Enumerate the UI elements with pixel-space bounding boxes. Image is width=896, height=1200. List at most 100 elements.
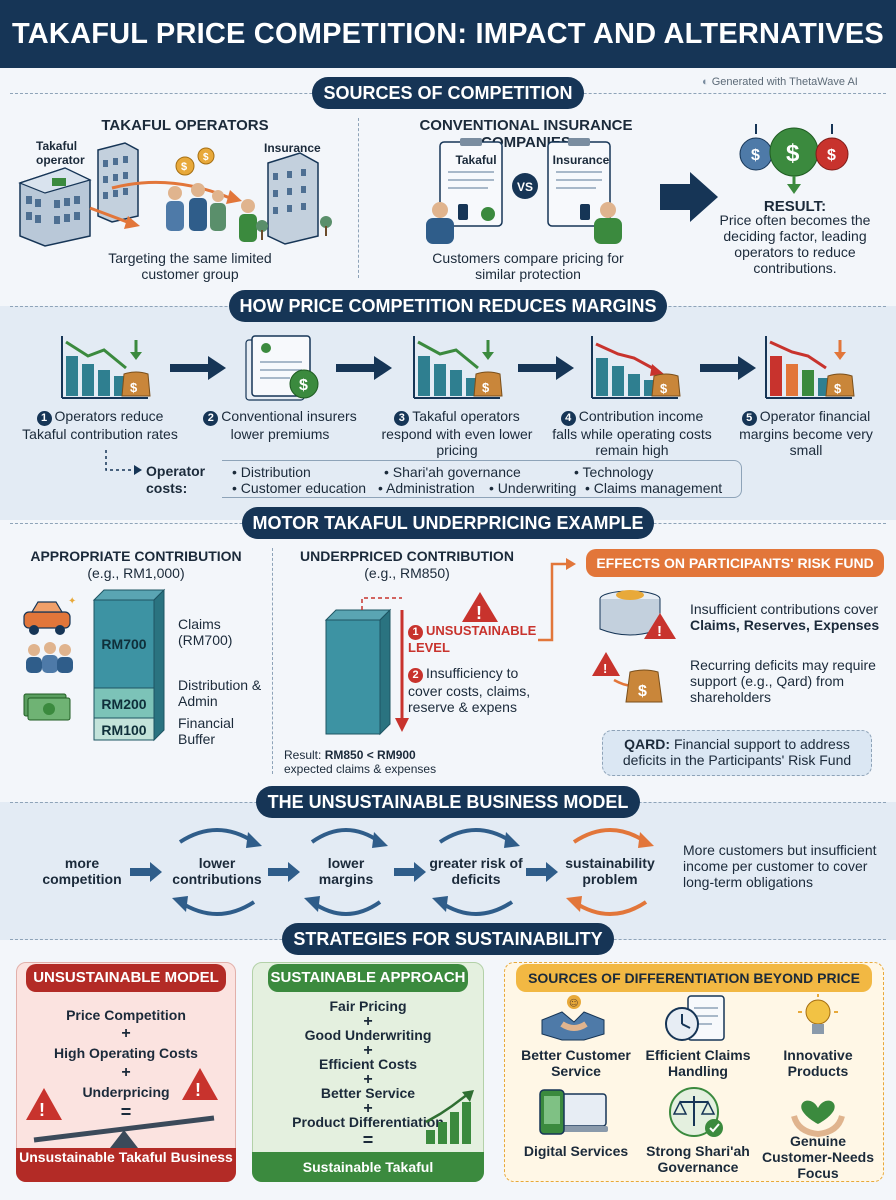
svg-text:!: ! — [39, 1100, 45, 1120]
declining-chart-icon: $ — [61, 336, 151, 399]
segment-distribution: RM200 — [101, 696, 147, 712]
svg-text:!: ! — [657, 623, 662, 640]
takaful-document-icon — [439, 138, 503, 227]
appropriate-sub: (e.g., RM1,000) — [87, 565, 185, 581]
customer-icon — [426, 202, 468, 244]
section-title-sources: SOURCES OF COMPETITION — [312, 77, 584, 109]
scales-icon — [669, 1087, 723, 1137]
appropriate-heading: APPROPRIATE CONTRIBUTION — [30, 548, 242, 564]
qard-text: QARD: Financial support to address defic… — [622, 736, 852, 768]
office-building-icon — [97, 142, 139, 223]
operators-illustration: $ $ — [18, 142, 332, 247]
sustainable-item: Product Differentiation — [292, 1114, 444, 1130]
customer-icon — [580, 202, 622, 244]
unsustainable-result: Unsustainable Takaful Business — [19, 1149, 233, 1165]
label-buffer: Financial Buffer — [178, 715, 235, 747]
underpriced-sub: (e.g., RM850) — [364, 565, 450, 581]
equals-sign: = — [362, 1130, 374, 1150]
cycle-item-1: more competition — [42, 855, 122, 887]
devices-icon — [539, 1089, 608, 1135]
insurance-label: Insurance — [264, 141, 321, 155]
diff-item-shariah-governance: Strong Shari'ah Governance — [646, 1143, 750, 1175]
takaful-operator-label: Takaful operator — [36, 139, 85, 167]
svg-text:!: ! — [195, 1080, 201, 1100]
result-text: Price often becomes the deciding factor,… — [719, 212, 871, 276]
diff-item-customer-needs: Genuine Customer-Needs Focus — [761, 1133, 875, 1181]
unsustainable-result-bar — [16, 1148, 236, 1182]
cost-item: • Underwriting — [489, 480, 577, 496]
plus-sign: + — [121, 1025, 131, 1042]
cost-item: • Claims management — [585, 480, 723, 496]
svg-text:$: $ — [181, 161, 187, 173]
arrow-icon — [336, 356, 392, 380]
divider — [272, 548, 273, 774]
small-margin-chart-icon: $ — [765, 336, 855, 399]
takaful-operators-heading: TAKAFUL OPERATORS — [101, 117, 269, 134]
sustainable-item: Efficient Costs — [318, 1056, 417, 1072]
effects-title: EFFECTS ON PARTICIPANTS' RISK FUND — [586, 549, 884, 577]
svg-text:$: $ — [827, 147, 836, 164]
arrow-icon — [170, 356, 226, 380]
diff-item-customer-service: Better Customer Service — [521, 1047, 631, 1079]
sustainable-title: SUSTAINABLE APPROACH — [268, 964, 468, 992]
lightbulb-icon — [798, 994, 838, 1034]
money-icon: $ $ $ — [739, 124, 849, 194]
ai-icon: ◐ — [702, 76, 712, 88]
vs-label: VS — [516, 180, 533, 194]
unsustainable-title: UNSUSTAINABLE MODEL — [26, 964, 226, 992]
divider — [358, 118, 359, 278]
plus-sign: + — [363, 1013, 373, 1030]
diff-item-digital-services: Digital Services — [523, 1143, 629, 1159]
svg-text:$: $ — [130, 380, 138, 395]
svg-text:$: $ — [482, 380, 490, 395]
declining-chart-icon: $ — [413, 336, 503, 399]
cycle-diagram — [130, 828, 654, 916]
plus-sign: + — [363, 1042, 373, 1059]
svg-text:$: $ — [751, 147, 760, 164]
model-summary: More customers but insufficient income p… — [683, 842, 877, 890]
operator-costs-label: Operator costs: — [146, 463, 206, 496]
cash-icon — [23, 693, 71, 721]
watermark: ◐ Generated with ThetaWave AI — [702, 76, 858, 88]
motor-icons: ✦ — [23, 596, 76, 721]
svg-text:!: ! — [476, 603, 482, 623]
sustainable-item: Good Underwriting — [304, 1027, 432, 1043]
svg-text:$: $ — [834, 381, 842, 396]
warning-icon: ! — [182, 1068, 218, 1100]
doc-insurance-label: Insurance — [552, 153, 610, 167]
diff-item-claims-handling: Efficient Claims Handling — [645, 1047, 751, 1079]
equals-sign: = — [120, 1102, 132, 1122]
car-icon: ✦ — [23, 596, 76, 635]
diff-item-innovative-products: Innovative Products — [783, 1047, 853, 1079]
sustainable-item: Better Service — [320, 1085, 416, 1101]
qard-box — [602, 730, 872, 776]
plus-sign: + — [363, 1100, 373, 1117]
takaful-building-icon — [18, 167, 92, 247]
step-number: 2 — [203, 411, 219, 426]
underpriced-heading: UNDERPRICED CONTRIBUTION — [300, 548, 514, 564]
plus-sign: + — [121, 1064, 131, 1081]
step-number: 2 — [408, 668, 423, 683]
result-title: RESULT: — [763, 198, 827, 215]
svg-text:$: $ — [638, 683, 647, 700]
big-arrow-icon — [660, 172, 718, 222]
cost-item: • Administration — [378, 480, 475, 496]
warning-icon: ! — [462, 592, 498, 623]
segment-claims: RM700 — [101, 636, 147, 652]
unsustainable-item: Price Competition — [66, 1007, 186, 1023]
cycle-item-3: lower margins — [318, 855, 374, 887]
cost-item: • Customer education — [232, 480, 367, 496]
risk-fund-icon: ! — [599, 590, 676, 640]
handshake-icon: ☺ — [541, 995, 605, 1041]
cost-item: • Shari'ah governance — [384, 464, 521, 480]
step-number: 1 — [408, 625, 423, 640]
svg-text:$: $ — [203, 152, 209, 163]
step-number: 5 — [741, 411, 757, 426]
